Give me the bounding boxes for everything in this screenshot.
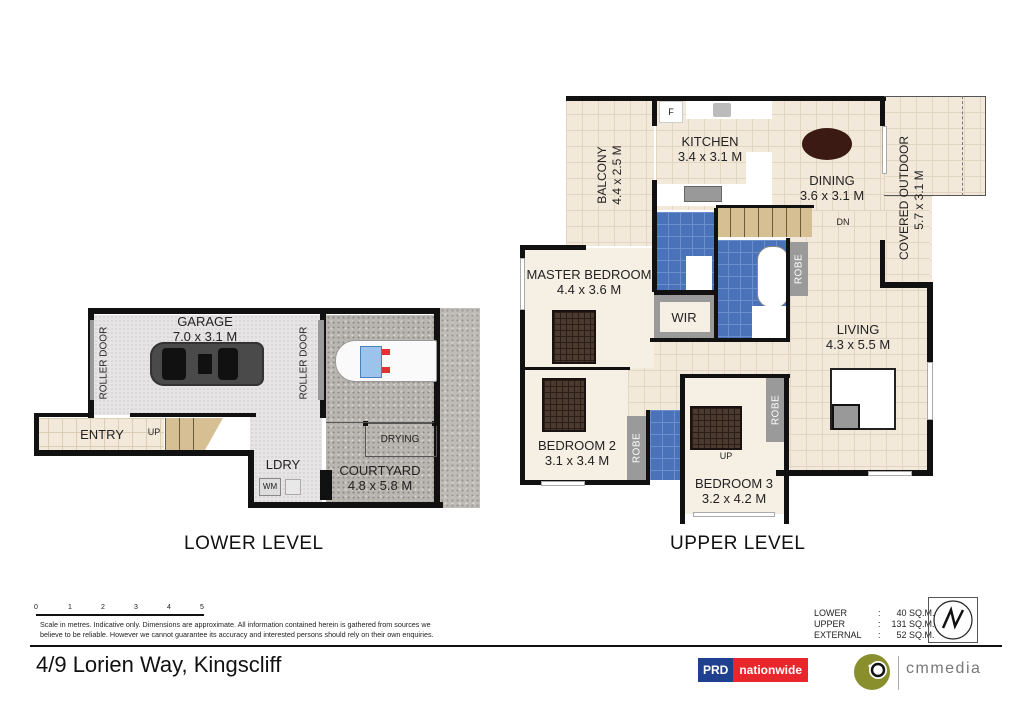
robe-living: ROBE bbox=[790, 242, 808, 296]
upper-stairs bbox=[716, 207, 812, 237]
roller-door-right-label: ROLLER DOOR bbox=[298, 326, 310, 400]
stairs-up-label-upper: UP bbox=[719, 451, 733, 461]
lower-stairs bbox=[165, 418, 205, 450]
coffee-table bbox=[832, 404, 860, 430]
room-label-entry: ENTRY bbox=[80, 427, 124, 442]
bed-master bbox=[552, 310, 596, 364]
room-label-master-bedroom: MASTER BEDROOM 4.4 x 3.6 M bbox=[526, 267, 652, 297]
washing-machine: WM bbox=[259, 478, 281, 496]
kitchen-island-ext bbox=[746, 152, 772, 192]
property-address: 4/9 Lorien Way, Kingscliff bbox=[36, 652, 282, 677]
sink-icon bbox=[684, 186, 722, 202]
cooktop-icon bbox=[713, 103, 731, 117]
ensuite-shower bbox=[686, 256, 712, 292]
room-label-bedroom-3: BEDROOM 3 3.2 x 4.2 M bbox=[694, 476, 773, 506]
entry-floor bbox=[34, 418, 164, 450]
cmmedia-divider bbox=[898, 656, 899, 690]
laundry-tub bbox=[285, 479, 301, 495]
room-label-dining: DINING 3.6 x 3.1 M bbox=[799, 173, 865, 203]
scale-bar: 0 1 2 3 4 5 bbox=[34, 604, 206, 618]
room-label-bedroom-2: BEDROOM 2 3.1 x 3.4 M bbox=[537, 438, 616, 468]
bed-bedroom-2 bbox=[542, 378, 586, 432]
window bbox=[520, 258, 525, 310]
window bbox=[541, 481, 585, 486]
room-label-laundry: LDRY bbox=[265, 457, 301, 472]
area-summary: LOWER:40 SQ.M. UPPER:131 SQ.M. EXTERNAL:… bbox=[812, 608, 937, 641]
room-label-covered-outdoor: COVERED OUTDOOR 5.7 x 3.1 M bbox=[897, 135, 926, 260]
room-label-balcony: BALCONY 4.4 x 2.5 M bbox=[595, 145, 624, 205]
footer-divider bbox=[30, 645, 1002, 647]
room-label-wir: WIR bbox=[671, 310, 697, 325]
bed-bedroom-3 bbox=[690, 406, 742, 450]
stairs-down-label: DN bbox=[836, 217, 850, 227]
window bbox=[882, 126, 887, 174]
area-row-upper: UPPER:131 SQ.M. bbox=[814, 619, 935, 629]
covered-outdoor-floor bbox=[884, 96, 986, 196]
room-label-kitchen: KITCHEN 3.4 x 3.1 M bbox=[677, 134, 743, 164]
window bbox=[868, 471, 912, 476]
courtyard-path bbox=[440, 308, 480, 508]
bathtub bbox=[757, 246, 789, 308]
area-row-lower: LOWER:40 SQ.M. bbox=[814, 608, 935, 618]
shower bbox=[752, 306, 788, 340]
roller-door-left-label: ROLLER DOOR bbox=[98, 326, 110, 400]
window bbox=[693, 512, 775, 517]
area-row-external: EXTERNAL:52 SQ.M. bbox=[814, 630, 935, 640]
room-label-drying: DRYING bbox=[380, 434, 420, 445]
robe-bedroom-3: ROBE bbox=[766, 378, 786, 442]
cmmedia-wordmark: cmmedia bbox=[906, 660, 982, 677]
toilet-floor bbox=[650, 410, 680, 480]
stairs-up-label: UP bbox=[147, 427, 161, 437]
robe-bedroom-2: ROBE bbox=[627, 416, 647, 480]
room-label-garage: GARAGE 7.0 x 3.1 M bbox=[172, 314, 238, 344]
north-arrow-icon bbox=[928, 597, 978, 643]
fridge: F bbox=[659, 101, 683, 123]
disclaimer: Scale in metres. Indicative only. Dimens… bbox=[40, 620, 434, 639]
balcony-floor bbox=[566, 98, 654, 246]
cmmedia-logo-mark bbox=[852, 652, 892, 692]
room-label-courtyard: COURTYARD 4.8 x 5.8 M bbox=[339, 463, 421, 493]
stair-landing bbox=[205, 418, 223, 450]
room-label-living: LIVING 4.3 x 5.5 M bbox=[825, 322, 891, 352]
roller-door-right bbox=[318, 320, 324, 400]
drying-area bbox=[365, 423, 437, 457]
boat-icon bbox=[335, 340, 437, 382]
dining-table bbox=[802, 128, 852, 160]
wir-area bbox=[654, 292, 714, 342]
prd-nationwide-logo: PRD nationwide bbox=[698, 658, 809, 682]
lower-level-title: LOWER LEVEL bbox=[184, 533, 324, 554]
upper-level-title: UPPER LEVEL bbox=[670, 533, 806, 554]
window bbox=[927, 362, 933, 420]
roller-door-left bbox=[90, 320, 94, 400]
car-icon bbox=[150, 342, 264, 386]
